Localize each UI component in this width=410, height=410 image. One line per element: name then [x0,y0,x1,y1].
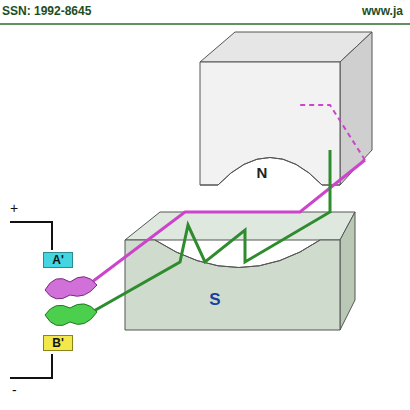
coil-wire-hidden [300,105,365,160]
commutator-segment [45,304,97,326]
coil-wire [92,150,330,312]
brush-box: A' [43,252,73,268]
node-text: N [257,164,268,181]
pole-label: S [205,288,224,312]
terminal-sign: + [10,200,18,216]
pole-label: N [253,162,272,183]
north-magnet [200,32,372,185]
node-text: B' [52,336,64,350]
node-text: A' [52,253,64,267]
journal-header: SSN: 1992-8645 [2,4,91,18]
supply-wire [10,222,52,250]
terminal-sign: - [12,382,17,398]
supply-wire [10,354,52,378]
brush-box: B' [43,335,73,351]
coil-wire [92,160,365,282]
node-text: S [209,290,220,310]
header-rule [0,23,410,25]
commutator-segment [45,277,97,299]
journal-url: www.ja [362,4,403,18]
